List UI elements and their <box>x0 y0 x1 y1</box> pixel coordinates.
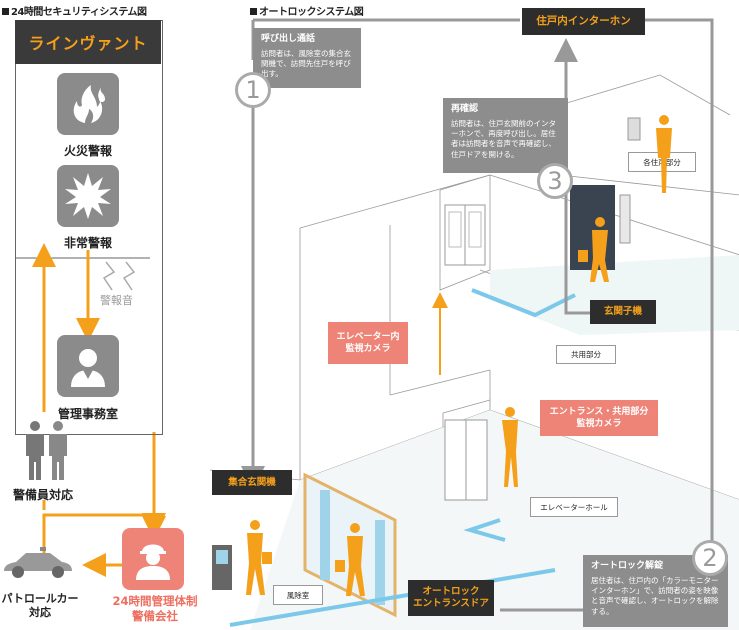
step-3-badge: 3 <box>537 163 573 199</box>
resident-figure <box>656 115 672 193</box>
visitor-figure-kiosk <box>246 520 272 595</box>
emergency-alarm-label: 非常警報 <box>64 236 113 250</box>
visitor-figure-door <box>335 523 365 596</box>
elevator-camera-tag: エレベーター内監視カメラ <box>328 322 408 364</box>
step-2-badge: 2 <box>692 540 728 576</box>
management-office-label: 管理事務室 <box>58 407 119 421</box>
step-1-badge: 1 <box>235 72 271 108</box>
security-system-title: 24時間セキュリティシステム図 <box>2 3 147 18</box>
windbreak-room-label: 風除室 <box>273 585 323 605</box>
autolock-system-title: オートロックシステム図 <box>250 3 364 18</box>
common-area-label: 共用部分 <box>556 345 616 364</box>
panel-title: ラインヴァント <box>15 20 161 64</box>
unit-intercom-monitor <box>627 117 641 141</box>
entrance-camera-tag: エントランス・共用部分監視カメラ <box>540 400 658 436</box>
unlock-note: オートロック解錠居住者は、住戸内の「カラーモニターインターホン」で、訪問者の姿を… <box>583 555 728 627</box>
fire-icon <box>57 73 119 135</box>
entrance-unit-tag: 玄関子機 <box>590 300 656 324</box>
visitor-path-lower <box>229 568 556 627</box>
office-staff-icon <box>57 335 119 397</box>
unit-entrance-door <box>570 185 615 270</box>
visitor-path-upper <box>471 288 576 318</box>
alarm-sound-label: 警報音 <box>100 294 133 307</box>
upper-floor <box>490 255 739 335</box>
elevator-hall-label: エレベーターホール <box>530 497 618 517</box>
entrance-panel-tag: 集合玄関機 <box>212 470 292 495</box>
call-note: 呼び出し通話訪問者は、風除室の集合玄関機で、訪問先住戸を呼び出す。 <box>253 28 361 88</box>
security-company-label: 24時間管理体制警備会社 <box>112 594 198 623</box>
visitor-figure-upper <box>578 217 609 282</box>
patrol-car-icon <box>2 545 74 585</box>
guard-response-label: 警備員対応 <box>13 488 74 502</box>
emergency-icon <box>57 165 119 227</box>
security-guards-icon <box>20 420 74 486</box>
alarm-sound-icon <box>102 261 116 291</box>
fire-alarm-label: 火災警報 <box>64 144 113 158</box>
recheck-note: 再確認訪問者は、住戸玄関前のインターホンで、再度呼び出し。居住者は訪問者を音声で… <box>443 98 568 173</box>
autolock-door-tag: オートロックエントランスドア <box>408 580 494 616</box>
unit-intercom-tag: 住戸内インターホン <box>522 8 645 35</box>
patrol-car-label: パトロールカー対応 <box>1 592 79 620</box>
security-company-icon <box>122 528 184 590</box>
visitor-figure-hall <box>502 407 518 487</box>
